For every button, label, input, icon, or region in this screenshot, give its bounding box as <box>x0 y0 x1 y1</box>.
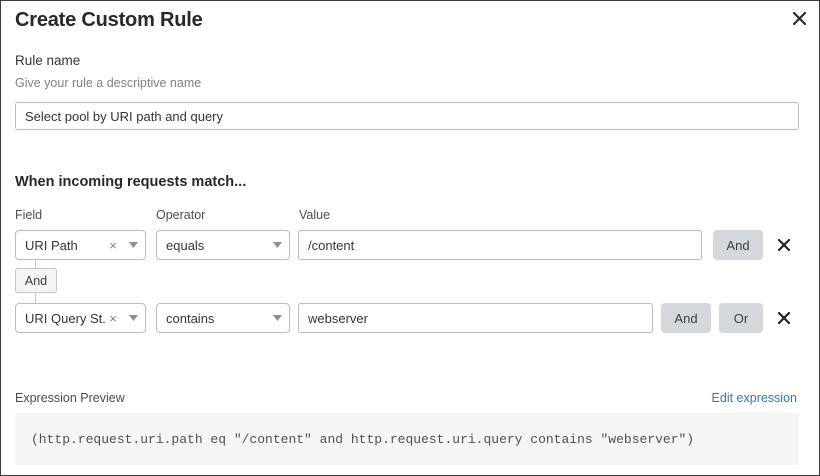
field-select-1[interactable]: URI Path × <box>15 230 146 260</box>
group-operator-button[interactable]: And <box>15 268 57 293</box>
remove-condition-icon-2[interactable] <box>773 303 795 333</box>
operator-select-value-1: equals <box>166 237 205 253</box>
rule-name-input[interactable] <box>15 102 799 130</box>
column-header-value: Value <box>299 208 331 222</box>
operator-select-2[interactable]: contains <box>156 303 290 333</box>
field-select-value-1: URI Path <box>25 237 78 253</box>
and-button-1[interactable]: And <box>713 230 763 260</box>
or-button-2[interactable]: Or <box>719 303 763 333</box>
clear-icon[interactable]: × <box>109 237 117 253</box>
rule-name-label: Rule name <box>15 53 81 68</box>
chevron-down-icon[interactable] <box>265 315 289 321</box>
chevron-down-icon[interactable] <box>265 242 289 248</box>
condition-row: URI Path × equals And <box>1 230 819 260</box>
remove-condition-icon-1[interactable] <box>773 230 795 260</box>
condition-row: URI Query St... × contains And Or <box>1 303 819 333</box>
connector-line-top <box>35 260 36 269</box>
value-input-1[interactable] <box>298 230 702 260</box>
field-select-2[interactable]: URI Query St... × <box>15 303 146 333</box>
value-input-2[interactable] <box>298 303 653 333</box>
chevron-down-icon[interactable] <box>121 315 145 321</box>
connector-line-bottom <box>35 292 36 303</box>
close-icon[interactable] <box>787 6 811 30</box>
expression-preview-label: Expression Preview <box>15 391 125 405</box>
match-section-heading: When incoming requests match... <box>15 174 247 190</box>
expression-preview-text: (http.request.uri.path eq "/content" and… <box>31 431 695 447</box>
operator-select-1[interactable]: equals <box>156 230 290 260</box>
and-button-2[interactable]: And <box>661 303 711 333</box>
field-select-value-2: URI Query St... <box>25 310 105 326</box>
clear-icon[interactable]: × <box>109 310 117 326</box>
edit-expression-link[interactable]: Edit expression <box>711 391 797 405</box>
operator-select-value-2: contains <box>166 310 215 326</box>
column-header-operator: Operator <box>156 208 206 222</box>
expression-preview-box: (http.request.uri.path eq "/content" and… <box>15 413 799 465</box>
page-title: Create Custom Rule <box>15 9 203 31</box>
column-header-field: Field <box>15 208 43 222</box>
chevron-down-icon[interactable] <box>121 242 145 248</box>
rule-name-help-text: Give your rule a descriptive name <box>15 76 202 90</box>
